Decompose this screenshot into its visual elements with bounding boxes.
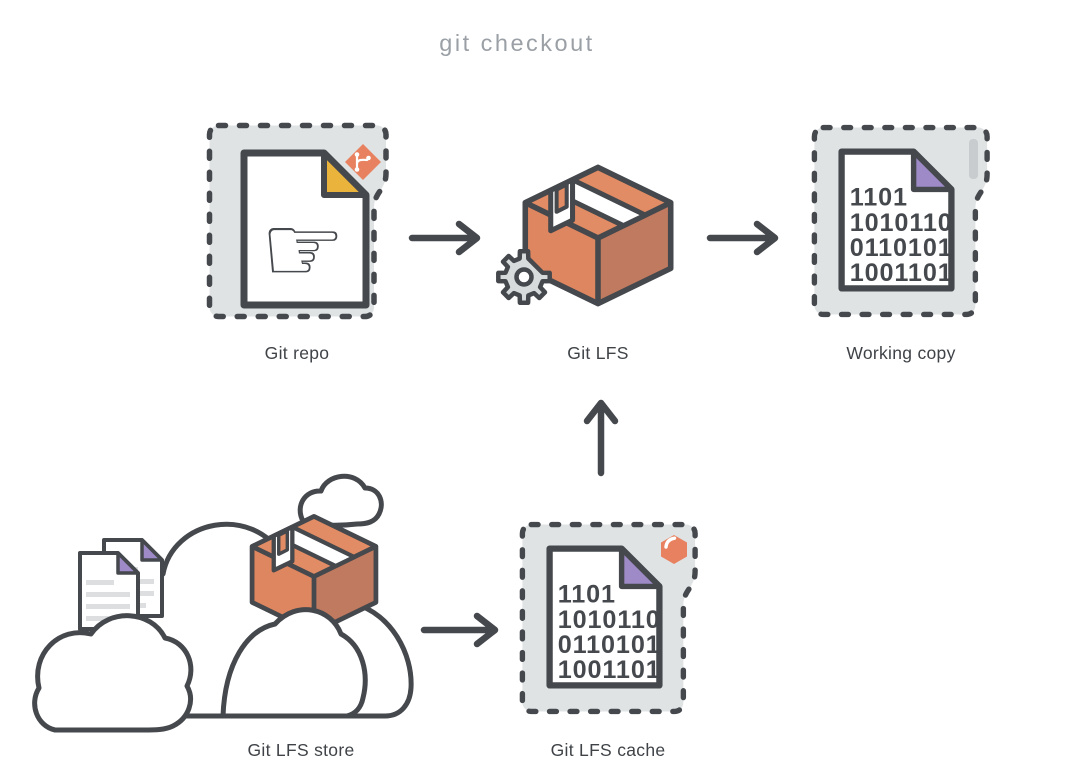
git-branch-badge-icon: [345, 144, 381, 180]
binary-line: 1010110: [558, 606, 661, 634]
cloud-mid-front: [220, 607, 368, 719]
package-badge-icon: [661, 535, 687, 564]
binary-file-icon: 1101 1010110 0110101 1001101: [838, 148, 955, 292]
binary-line: 0110101: [850, 234, 953, 262]
arrow-lfs-to-working-copy: [707, 221, 779, 255]
git-lfs-label: Git LFS: [567, 343, 629, 363]
git-lfs-store-label: Git LFS store: [247, 740, 355, 760]
working-copy-label: Working copy: [846, 343, 956, 363]
binary-line: 1101: [558, 581, 616, 609]
binary-line: 1001101: [558, 656, 661, 684]
diagram-title: git checkout: [439, 30, 595, 56]
cloud-bottom-left: [32, 613, 194, 733]
binary-file-icon-cache: 1101 1010110 0110101 1001101: [546, 545, 663, 689]
pointing-hand-icon: ☞: [260, 195, 345, 305]
git-lfs-cache-label: Git LFS cache: [550, 740, 666, 760]
binary-line: 1010110: [850, 209, 953, 237]
gear-icon: [496, 249, 552, 305]
binary-line: 1001101: [850, 259, 953, 287]
arrow-store-to-cache: [420, 612, 499, 648]
binary-line: 0110101: [558, 631, 661, 659]
pointer-file-icon: ☞: [240, 149, 370, 309]
binary-line: 1101: [850, 184, 908, 212]
working-copy-tab-mark: [969, 139, 978, 179]
arrow-cache-to-lfs: [583, 399, 619, 477]
git-repo-label: Git repo: [264, 343, 330, 363]
cloud-package-documents-icon: [32, 473, 414, 733]
arrow-repo-to-lfs: [409, 221, 481, 255]
cloud-small-top: [297, 473, 384, 528]
